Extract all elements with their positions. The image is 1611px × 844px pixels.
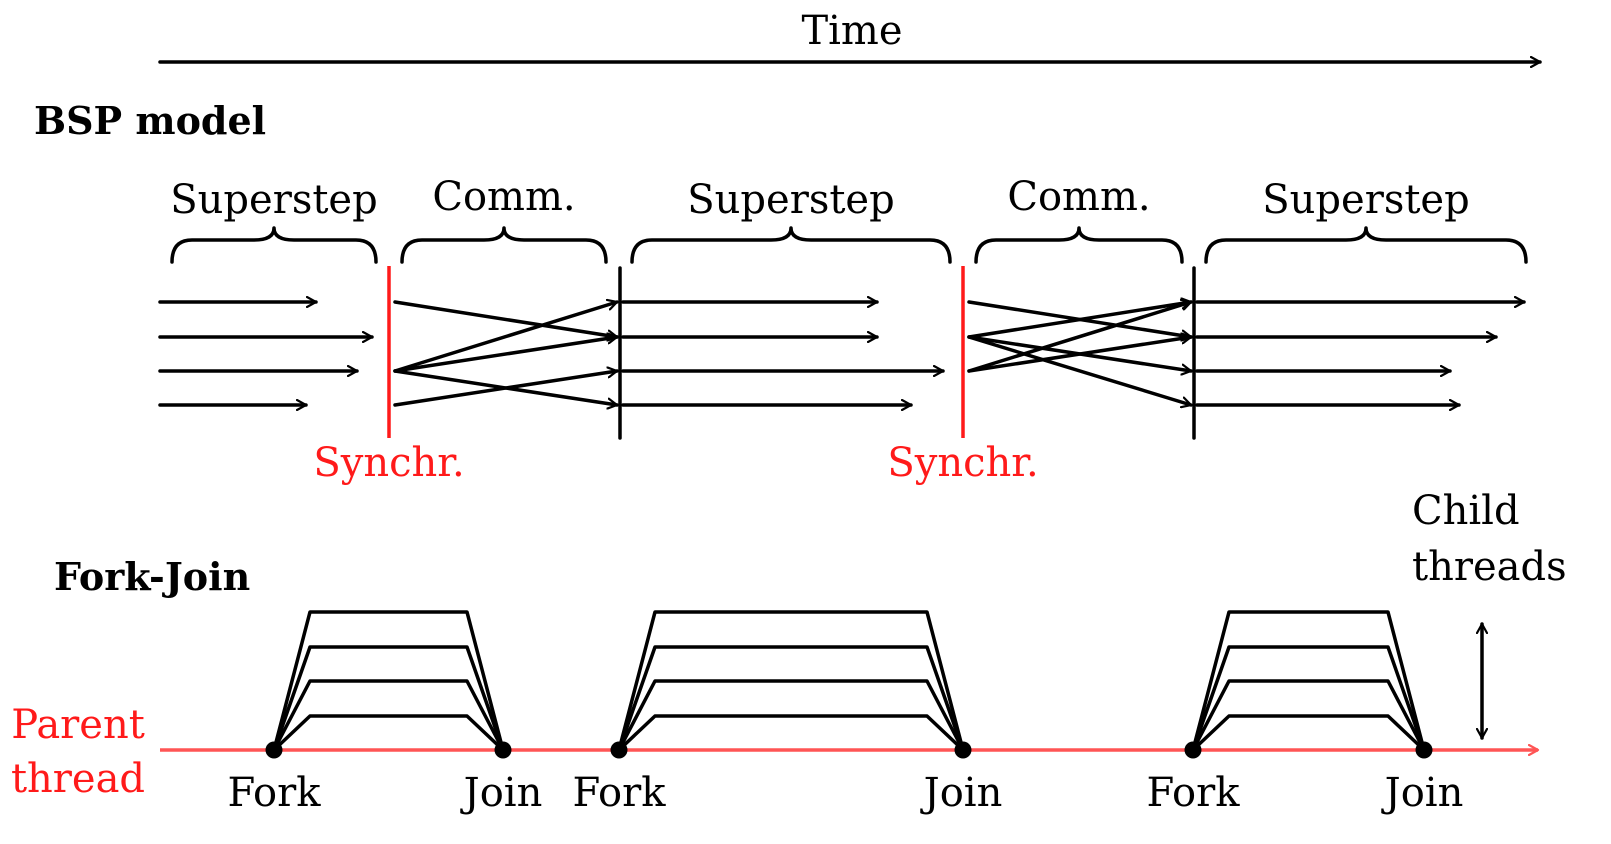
- bsp-title: BSP model: [34, 98, 266, 143]
- forkjoin-title: Fork-Join: [54, 554, 250, 599]
- phase-label-superstep-1: Superstep: [170, 177, 377, 223]
- join-dot-3: [1415, 741, 1433, 759]
- forkjoin-group-2: [617, 610, 965, 752]
- join-dot-1: [494, 741, 512, 759]
- fork-label-2: Fork: [572, 770, 666, 816]
- superstep-3-arrows: [1195, 302, 1526, 405]
- phase-braces: [170, 226, 1528, 264]
- join-label-2: Join: [920, 770, 1003, 816]
- brace-superstep-2: [630, 226, 952, 264]
- brace-comm-1: [400, 226, 608, 264]
- join-dot-2: [954, 741, 972, 759]
- forkjoin-group-1: [272, 610, 505, 752]
- fork-label-1: Fork: [227, 770, 321, 816]
- phase-label-superstep-2: Superstep: [687, 177, 894, 223]
- comm-1-arrows: [393, 302, 619, 405]
- join-label-1: Join: [460, 770, 543, 816]
- parent-thread-label-line1: Parent: [11, 702, 145, 748]
- fork-dot-2: [610, 741, 628, 759]
- brace-superstep-1: [170, 226, 378, 264]
- child-threads-label-line1: Child: [1412, 488, 1520, 534]
- brace-comm-2: [974, 226, 1184, 264]
- parent-thread-label-line2: thread: [11, 756, 145, 802]
- sync-label-1: Synchr.: [313, 440, 464, 486]
- fork-dot-1: [265, 741, 283, 759]
- phase-label-comm-2: Comm.: [1007, 174, 1150, 220]
- fork-label-3: Fork: [1146, 770, 1240, 816]
- brace-superstep-3: [1204, 226, 1528, 264]
- superstep-2-arrows: [621, 302, 945, 405]
- phase-label-superstep-3: Superstep: [1262, 177, 1469, 223]
- fork-dot-3: [1184, 741, 1202, 759]
- child-threads-label-line2: threads: [1412, 544, 1567, 590]
- comm-2-arrows: [967, 302, 1193, 405]
- join-label-3: Join: [1381, 770, 1464, 816]
- time-label: Time: [801, 8, 902, 54]
- forkjoin-group-3: [1191, 610, 1426, 752]
- phase-label-comm-1: Comm.: [432, 174, 575, 220]
- superstep-1-arrows: [158, 302, 374, 405]
- sync-label-2: Synchr.: [887, 440, 1038, 486]
